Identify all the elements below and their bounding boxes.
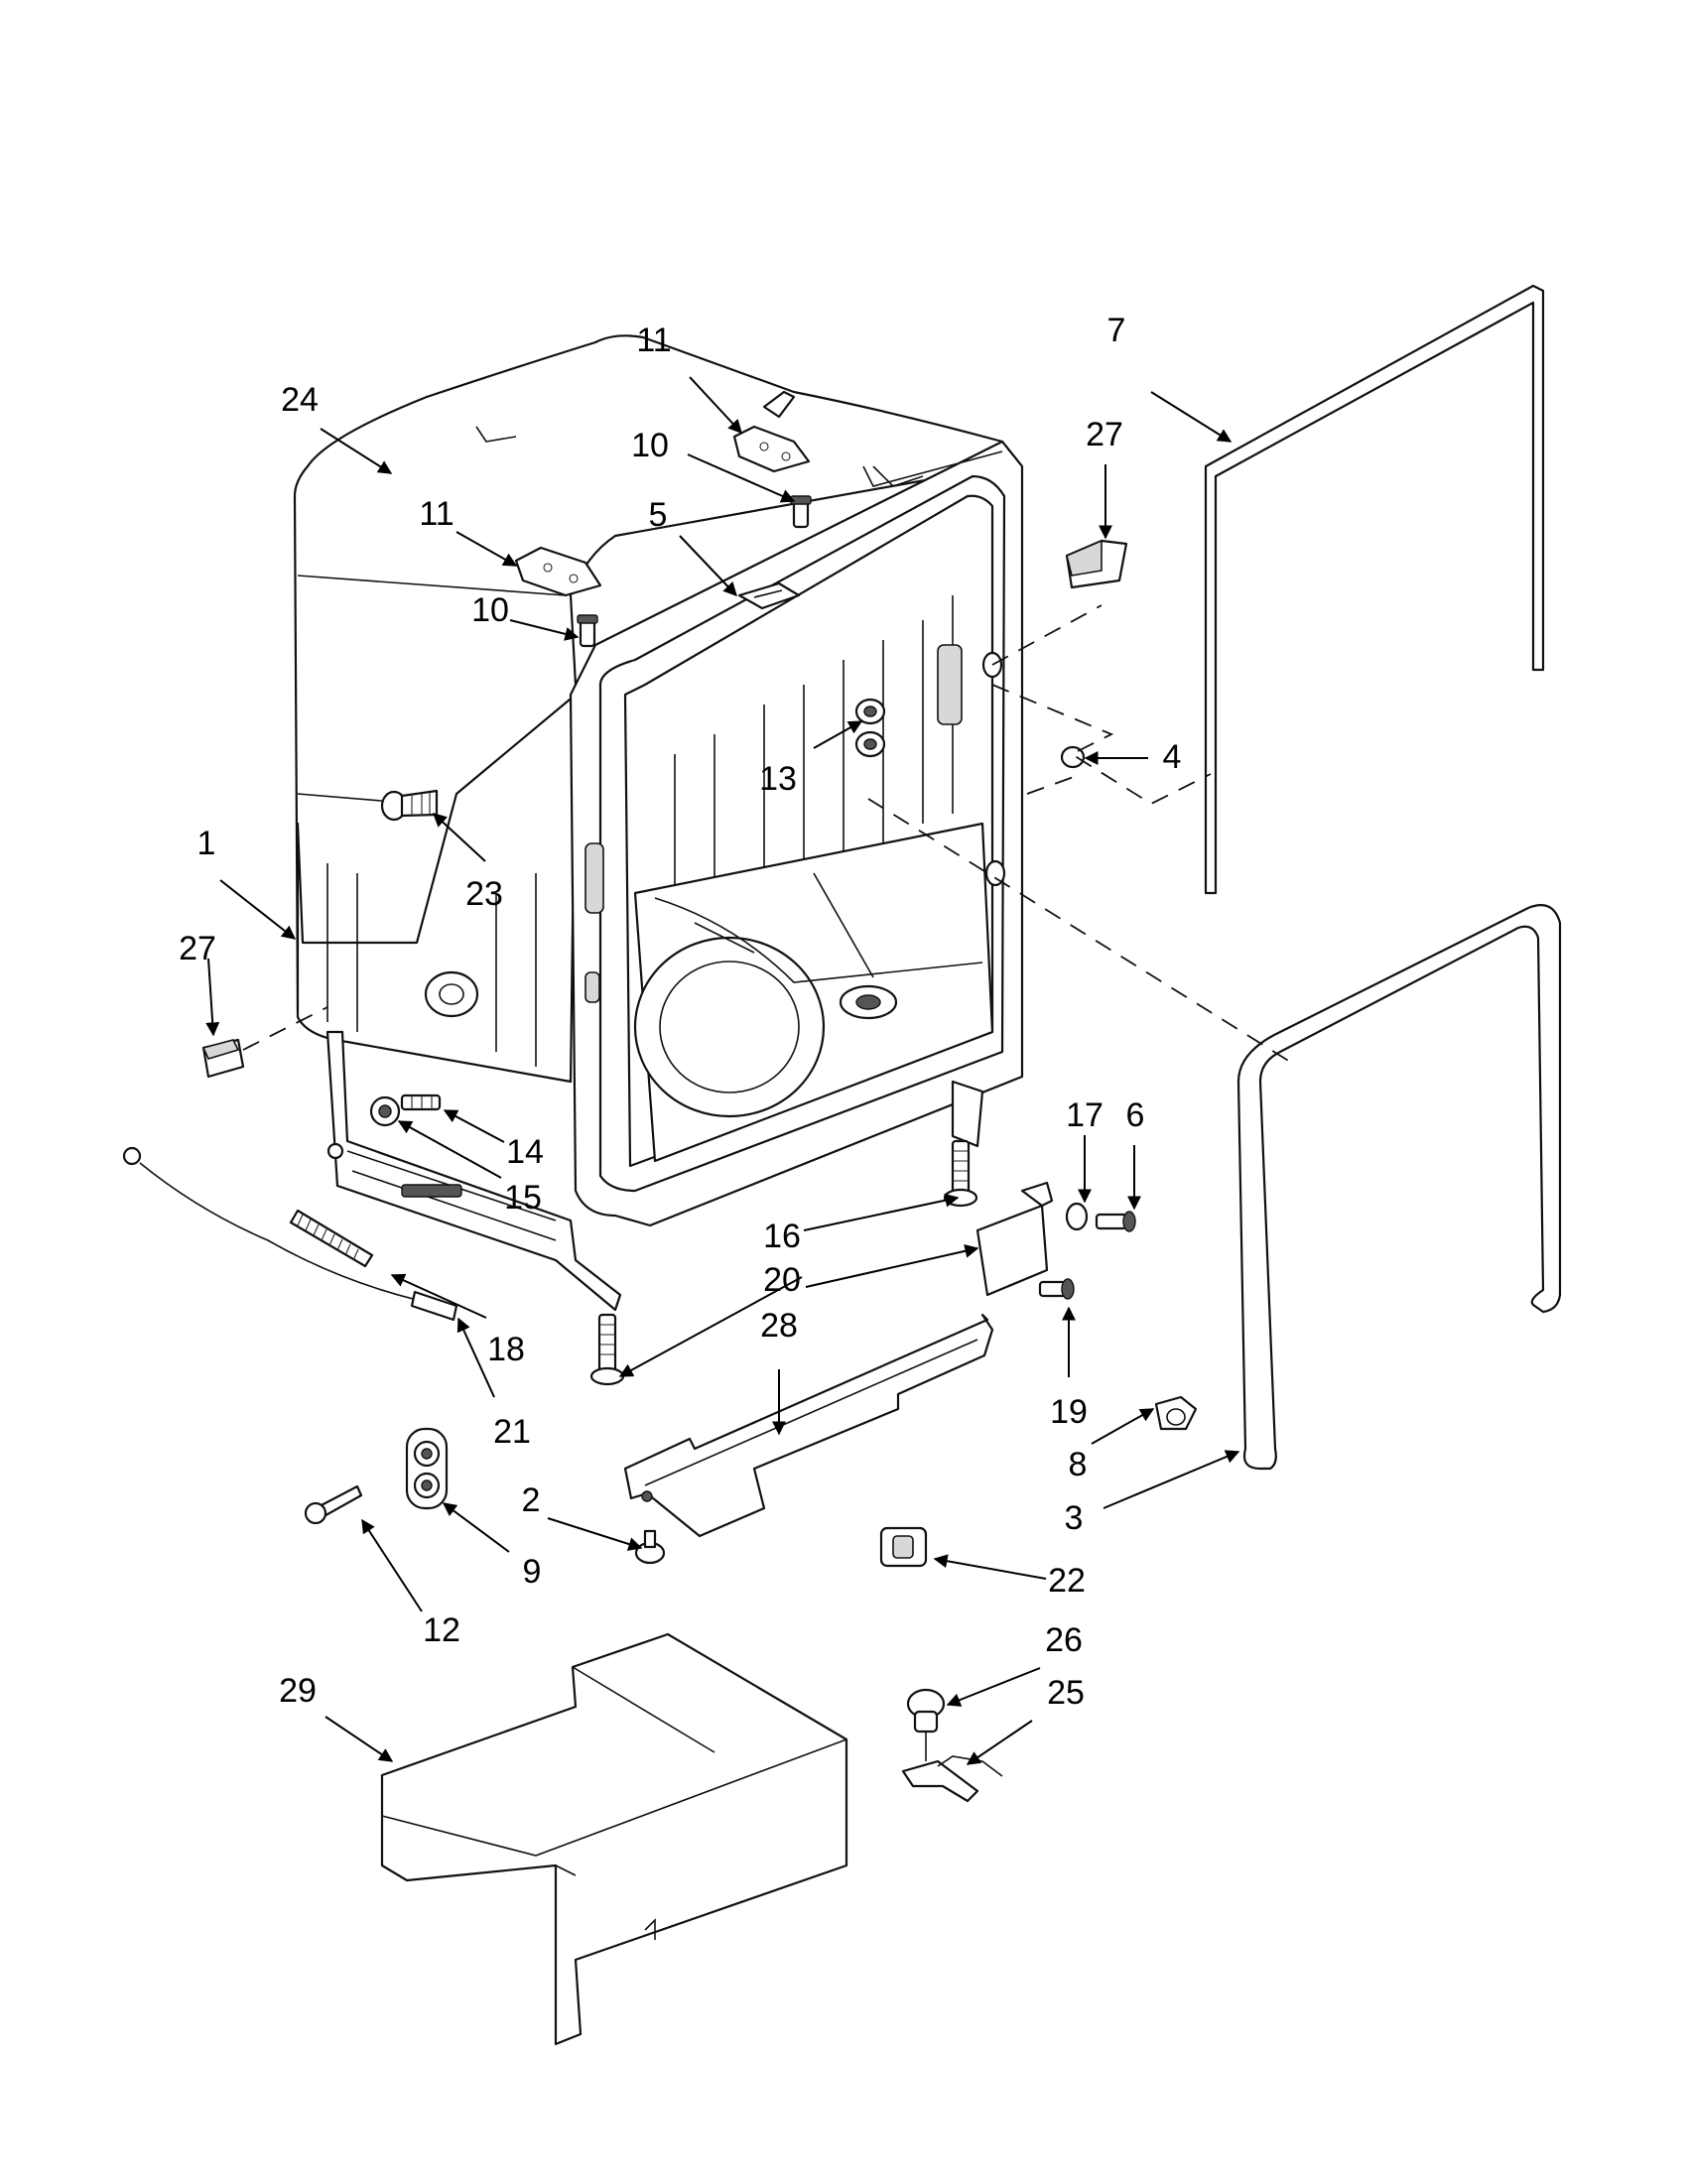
callout-19: 19 (1050, 1393, 1088, 1431)
hose-clip (1154, 1395, 1198, 1431)
callout-6: 6 (1126, 1096, 1145, 1134)
vent-plug (1060, 745, 1086, 769)
top-door-gasket (1204, 284, 1545, 895)
callout-11-lower: 11 (419, 495, 454, 533)
bracket-screw (1095, 1211, 1136, 1232)
callout-leaders (205, 376, 1240, 1765)
callout-27-right: 27 (1086, 416, 1123, 453)
callout-4: 4 (1163, 738, 1182, 776)
callout-13: 13 (759, 760, 797, 798)
callout-14: 14 (506, 1133, 544, 1171)
mounting-bracket (975, 1181, 1054, 1297)
callout-numbers: 1 2 3 4 5 6 7 8 9 10 10 11 11 12 13 14 1… (179, 312, 1181, 1712)
insulation-plug (380, 789, 439, 822)
door-cable (122, 1146, 458, 1322)
callout-8: 8 (1069, 1446, 1088, 1483)
callout-10-lower: 10 (471, 591, 509, 629)
assembly-dashed-lines (242, 604, 1291, 1063)
callout-5: 5 (649, 496, 668, 534)
rubber-foot (634, 1529, 666, 1565)
callout-20: 20 (763, 1261, 801, 1299)
callout-1: 1 (197, 825, 216, 862)
float-switch (906, 1688, 946, 1761)
door-gasket (1236, 904, 1562, 1471)
callout-3: 3 (1065, 1499, 1084, 1537)
star-washer (1065, 1202, 1089, 1231)
hinge-screw-upper (790, 495, 812, 529)
hinge-screw-lower (577, 614, 598, 648)
callout-18: 18 (487, 1331, 525, 1368)
door-spring (289, 1209, 374, 1268)
callout-21: 21 (493, 1413, 531, 1451)
wheel-screw (400, 1093, 442, 1111)
callout-17: 17 (1066, 1096, 1104, 1134)
callout-22: 22 (1048, 1562, 1086, 1600)
tub-front-frame (569, 390, 1024, 1227)
callout-12: 12 (423, 1611, 460, 1649)
base-insulation-pad (380, 1632, 848, 2046)
bottom-plate (623, 1313, 994, 1538)
wire-grommet (879, 1526, 928, 1568)
callout-9: 9 (523, 1553, 542, 1591)
tub-side-wall (296, 693, 578, 1084)
tub-base-frame (325, 1030, 984, 1312)
door-balance-wheel (369, 1095, 401, 1127)
leveling-leg-front (589, 1313, 625, 1386)
hinge-bracket-lower (514, 546, 602, 597)
callout-16-rear: 16 (763, 1218, 801, 1255)
leveling-leg-rear (943, 1139, 978, 1208)
hinge-bracket-upper (732, 425, 811, 473)
bracket-mount-screw (1038, 1278, 1075, 1300)
callout-28: 28 (760, 1307, 798, 1345)
rack-bumper (854, 698, 886, 758)
callout-11-upper: 11 (636, 321, 671, 359)
callout-26: 26 (1045, 1621, 1083, 1659)
double-bumper (405, 1427, 449, 1510)
callout-23: 23 (465, 875, 503, 913)
hex-screw (304, 1484, 363, 1525)
callout-7: 7 (1107, 312, 1126, 349)
end-cap-right (1065, 539, 1128, 589)
callout-2: 2 (522, 1481, 541, 1519)
tub-top-clip (737, 581, 801, 610)
callout-29: 29 (279, 1672, 317, 1710)
callout-15: 15 (504, 1179, 542, 1217)
callout-24: 24 (281, 381, 319, 419)
callout-27-left: 27 (179, 930, 216, 967)
float-bracket (901, 1755, 1003, 1803)
callout-10-upper: 10 (631, 427, 669, 464)
callout-25: 25 (1047, 1674, 1085, 1712)
end-cap-left (201, 1038, 245, 1079)
